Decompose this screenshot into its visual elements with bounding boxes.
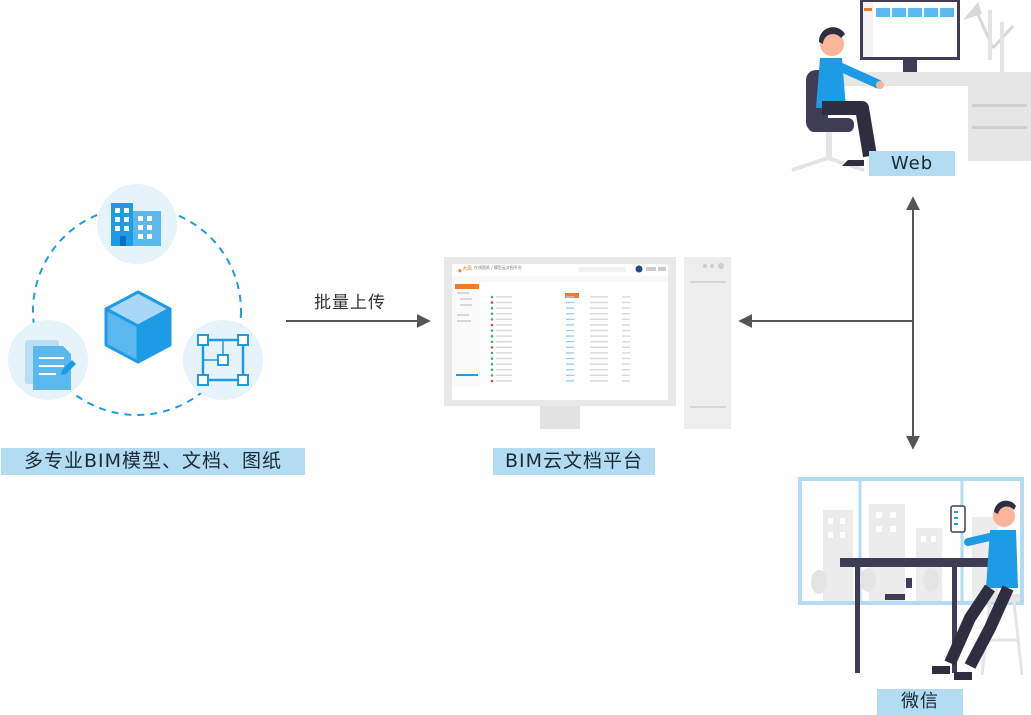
screen-row-cell (496, 380, 512, 382)
screen-row-dot (490, 357, 494, 360)
screen-row-cell (622, 324, 630, 326)
screen-row-cell (622, 307, 630, 309)
screen-row-cell (590, 335, 608, 337)
screen-row-dot (490, 346, 494, 349)
screen-row-cell (566, 313, 574, 315)
screen-row-cell (566, 318, 574, 320)
platform-caption: BIM云文档平台 (493, 448, 655, 475)
screen-row-cell (622, 346, 630, 348)
screen-row-cell (566, 335, 574, 337)
left-group-graphic (8, 184, 263, 416)
screen-row-cell (622, 363, 630, 365)
screen-row-dot (490, 312, 494, 316)
screen-row-dot (490, 318, 494, 321)
wechat-user-illustration (798, 477, 1024, 680)
screen-row-cell (590, 369, 608, 371)
screen-row-cell (622, 341, 630, 343)
screen-row-cell (590, 307, 608, 309)
screen-row-cell (590, 329, 608, 332)
screen-row-cell (566, 346, 574, 348)
screen-row-cell (622, 369, 630, 371)
screen-row-cell (622, 374, 630, 376)
screen-row-cell (622, 352, 630, 354)
screen-row-cell (496, 346, 512, 348)
screen-row-dot (490, 334, 494, 338)
screen-row-dot (490, 362, 494, 366)
screen-row-dot (490, 295, 494, 299)
screen-row-cell (590, 313, 608, 315)
screen-row-cell (566, 363, 574, 365)
document-icon (8, 320, 88, 400)
screen-row-cell (496, 329, 512, 332)
platform-computer: ◆ (444, 257, 731, 429)
screen-row-cell (590, 357, 608, 360)
screen-row-cell (496, 363, 512, 365)
screen-row-cell (566, 380, 574, 382)
screen-row-cell (622, 313, 630, 315)
wechat-caption: 微信 (877, 689, 963, 715)
screen-row-dot (490, 340, 494, 344)
screen-row-dot (490, 301, 494, 304)
screen-row-cell (590, 296, 608, 298)
screen-row-dot (490, 379, 494, 383)
web-caption: Web (869, 151, 955, 176)
svg-text:◆: ◆ (458, 268, 462, 274)
screen-row-cell (566, 307, 574, 309)
screen-row-cell (590, 363, 608, 365)
screen-row-dot (490, 351, 494, 355)
screen-row-cell (622, 329, 630, 332)
screen-row-cell (496, 296, 512, 298)
blueprint-icon (183, 320, 263, 400)
web-user-illustration (791, 0, 1031, 172)
cube-icon (104, 290, 172, 364)
screen-row-cell (590, 346, 608, 348)
screen-row-cell (590, 318, 608, 320)
screen-row-cell (566, 374, 574, 376)
screen-row-cell (590, 380, 608, 382)
upload-arrow-label: 批量上传 (314, 293, 386, 313)
screen-row-cell (496, 357, 512, 360)
screen-row-cell (496, 301, 512, 304)
platform-screen-tab: 在线图纸 / 模型云文档平台 (474, 265, 522, 270)
screen-row-cell (590, 341, 608, 343)
screen-row-cell (566, 352, 574, 354)
screen-row-dot (490, 329, 494, 332)
screen-row-cell (496, 318, 512, 320)
screen-row-cell (590, 352, 608, 354)
screen-row-cell (622, 335, 630, 337)
building-icon (97, 184, 177, 264)
screen-row-cell (496, 313, 512, 315)
screen-row-cell (566, 341, 574, 343)
screen-row-cell (622, 301, 630, 304)
screen-row-cell (622, 296, 630, 298)
screen-row-cell (496, 341, 512, 343)
screen-row-cell (566, 329, 574, 332)
screen-row-cell (496, 307, 512, 309)
screen-row-cell (566, 357, 574, 360)
left-group-caption: 多专业BIM模型、文档、图纸 (1, 448, 305, 475)
screen-row-cell (590, 374, 608, 376)
screen-row-cell (496, 335, 512, 337)
screen-row-cell (496, 369, 512, 371)
screen-row-dot (490, 374, 494, 377)
screen-row-cell (496, 374, 512, 376)
screen-row-cell (496, 352, 512, 354)
screen-row-cell (566, 296, 574, 298)
screen-row-cell (566, 369, 574, 371)
screen-row-cell (622, 318, 630, 320)
platform-screen-title: 大禹 (462, 266, 473, 272)
screen-row-cell (566, 324, 574, 326)
screen-row-cell (496, 324, 512, 326)
screen-row-cell (566, 301, 574, 304)
screen-rows (490, 295, 630, 383)
screen-row-dot (490, 323, 494, 327)
screen-row-dot (490, 306, 494, 310)
screen-row-cell (590, 301, 608, 304)
screen-row-dot (490, 368, 494, 372)
screen-row-cell (622, 380, 630, 382)
screen-row-cell (590, 324, 608, 326)
screen-row-cell (622, 357, 630, 360)
